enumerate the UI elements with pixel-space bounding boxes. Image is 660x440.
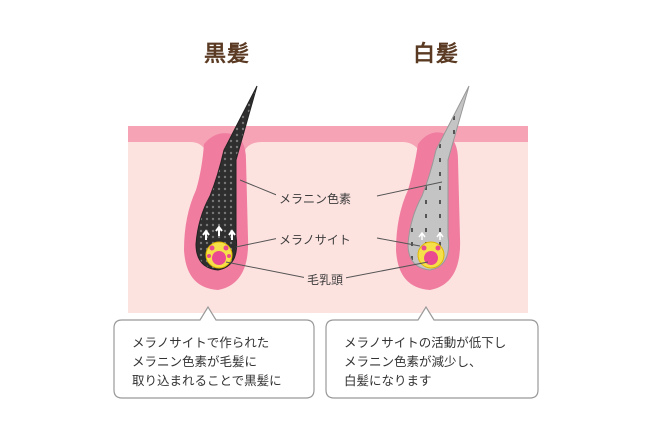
melanocyte-right	[417, 231, 445, 269]
explanation-line: 白髪になります	[344, 373, 432, 388]
melanin-arrow-faint	[436, 231, 444, 240]
explanation-line: メラノサイトで作られた	[132, 335, 270, 350]
explanation-line: メラニン色素が毛髪に	[132, 354, 258, 369]
explanation-line: 取り込まれることで黒髪に	[132, 373, 282, 388]
melanin-arrow	[215, 225, 223, 236]
melanin-arrow	[228, 229, 236, 240]
explanation-line: メラニン色素が減少し、	[344, 354, 482, 369]
leader-lines	[225, 179, 443, 279]
black-hair-title: 黒髪	[204, 42, 251, 67]
bubble-left-shape	[113, 305, 315, 399]
papilla-label: 毛乳頭	[304, 271, 347, 288]
melanin-arrow-faint	[418, 231, 426, 240]
melanocyte-left	[202, 225, 236, 269]
melanin-label: メラニン色素	[276, 190, 355, 207]
melanin-arrow	[202, 229, 210, 240]
black-hair-explanation: メラノサイトで作られた メラニン色素が毛髪に 取り込まれることで黒髪に	[132, 333, 282, 390]
black-hair	[195, 85, 258, 271]
melanocyte-label: メラノサイト	[276, 231, 354, 248]
white-hair-explanation: メラノサイトの活動が低下し メラニン色素が減少し、 白髪になります	[344, 333, 506, 390]
bubble-right-shape	[325, 305, 539, 399]
explanation-line: メラノサイトの活動が低下し	[344, 335, 507, 350]
white-hair-title: 白髪	[413, 42, 460, 67]
